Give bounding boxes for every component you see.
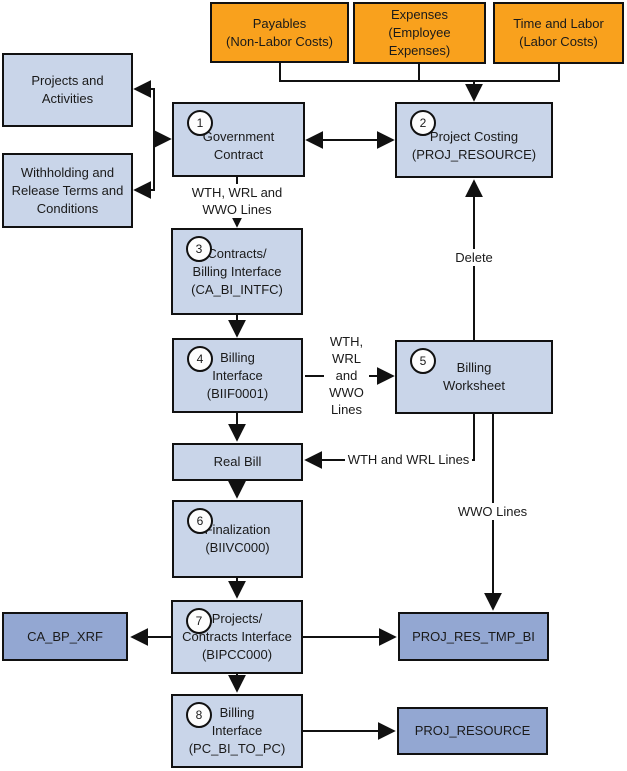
node-payables: Payables (Non-Labor Costs) (210, 2, 349, 63)
edge-label-wth-wrl-wwo-lines: WTH, WRL and WWO Lines (178, 184, 296, 218)
node-withholding-terms: Withholding and Release Terms and Condit… (2, 153, 133, 228)
step-circle-2: 2 (410, 110, 436, 136)
node-time-and-labor: Time and Labor (Labor Costs) (493, 2, 624, 64)
step-circle-5: 5 (410, 348, 436, 374)
edge-contract-to-side-boxes (133, 80, 155, 199)
node-ca-bp-xrf: CA_BP_XRF (2, 612, 128, 661)
step-circle-3: 3 (186, 236, 212, 262)
node-proj-resource: PROJ_RESOURCE (397, 707, 548, 755)
node-billing-interface-pc-bi-to-pc-label: Billing Interface (PC_BI_TO_PC) (188, 705, 286, 756)
node-billing-interface-pc-bi-to-pc: 8 Billing Interface (PC_BI_TO_PC) (171, 694, 303, 768)
edge-label-delete: Delete (451, 249, 497, 266)
step-circle-8: 8 (186, 702, 212, 728)
node-finalization: 6 Finalization (BIIVC000) (172, 500, 303, 578)
node-project-costing-label: Project Costing (PROJ_RESOURCE) (411, 129, 537, 162)
node-ca-bp-xrf-label: CA_BP_XRF (27, 628, 103, 644)
node-project-costing: 2 Project Costing (PROJ_RESOURCE) (395, 102, 553, 178)
node-withholding-terms-label: Withholding and Release Terms and Condit… (11, 164, 124, 216)
node-billing-interface-biif0001-label: Billing Interface (BIIF0001) (206, 349, 269, 401)
edge-label-wwo-lines: WWO Lines (455, 503, 530, 520)
node-projects-and-activities: Projects and Activities (2, 53, 133, 127)
node-billing-interface-biif0001: 4 Billing Interface (BIIF0001) (172, 338, 303, 413)
node-contracts-billing-interface-label: Contracts/ Billing Interface (CA_BI_INTF… (191, 245, 283, 297)
node-real-bill: Real Bill (172, 443, 303, 481)
node-government-contract: 1 Government Contract (172, 102, 305, 177)
node-contracts-billing-interface: 3 Contracts/ Billing Interface (CA_BI_IN… (171, 228, 303, 315)
node-real-bill-label: Real Bill (213, 454, 262, 469)
node-billing-worksheet-label: Billing Worksheet (443, 360, 505, 393)
node-proj-resource-label: PROJ_RESOURCE (414, 723, 531, 738)
node-projects-and-activities-label: Projects and Activities (31, 73, 104, 106)
step-circle-6: 6 (187, 508, 213, 534)
node-expenses-label: Expenses (Employee Expenses) (388, 7, 451, 58)
node-government-contract-label: Government Contract (202, 128, 275, 162)
node-expenses: Expenses (Employee Expenses) (353, 2, 486, 64)
edge-label-wth-and-wrl-lines: WTH and WRL Lines (345, 451, 472, 468)
step-circle-1: 1 (187, 110, 213, 136)
node-time-and-labor-label: Time and Labor (Labor Costs) (513, 16, 604, 49)
edge-label-wth-wrl-wwo-stacked: WTH, WRL and WWO Lines (324, 333, 369, 418)
step-circle-7: 7 (186, 608, 212, 634)
node-billing-worksheet: 5 Billing Worksheet (395, 340, 553, 414)
node-proj-res-tmp-bi-label: PROJ_RES_TMP_BI (412, 628, 535, 644)
step-circle-4: 4 (187, 346, 213, 372)
node-proj-res-tmp-bi: PROJ_RES_TMP_BI (398, 612, 549, 661)
node-finalization-label: Finalization (BIIVC000) (204, 522, 271, 555)
node-payables-label: Payables (Non-Labor Costs) (226, 15, 333, 49)
node-projects-contracts-interface: 7 Projects/ Contracts Interface (BIPCC00… (171, 600, 303, 674)
